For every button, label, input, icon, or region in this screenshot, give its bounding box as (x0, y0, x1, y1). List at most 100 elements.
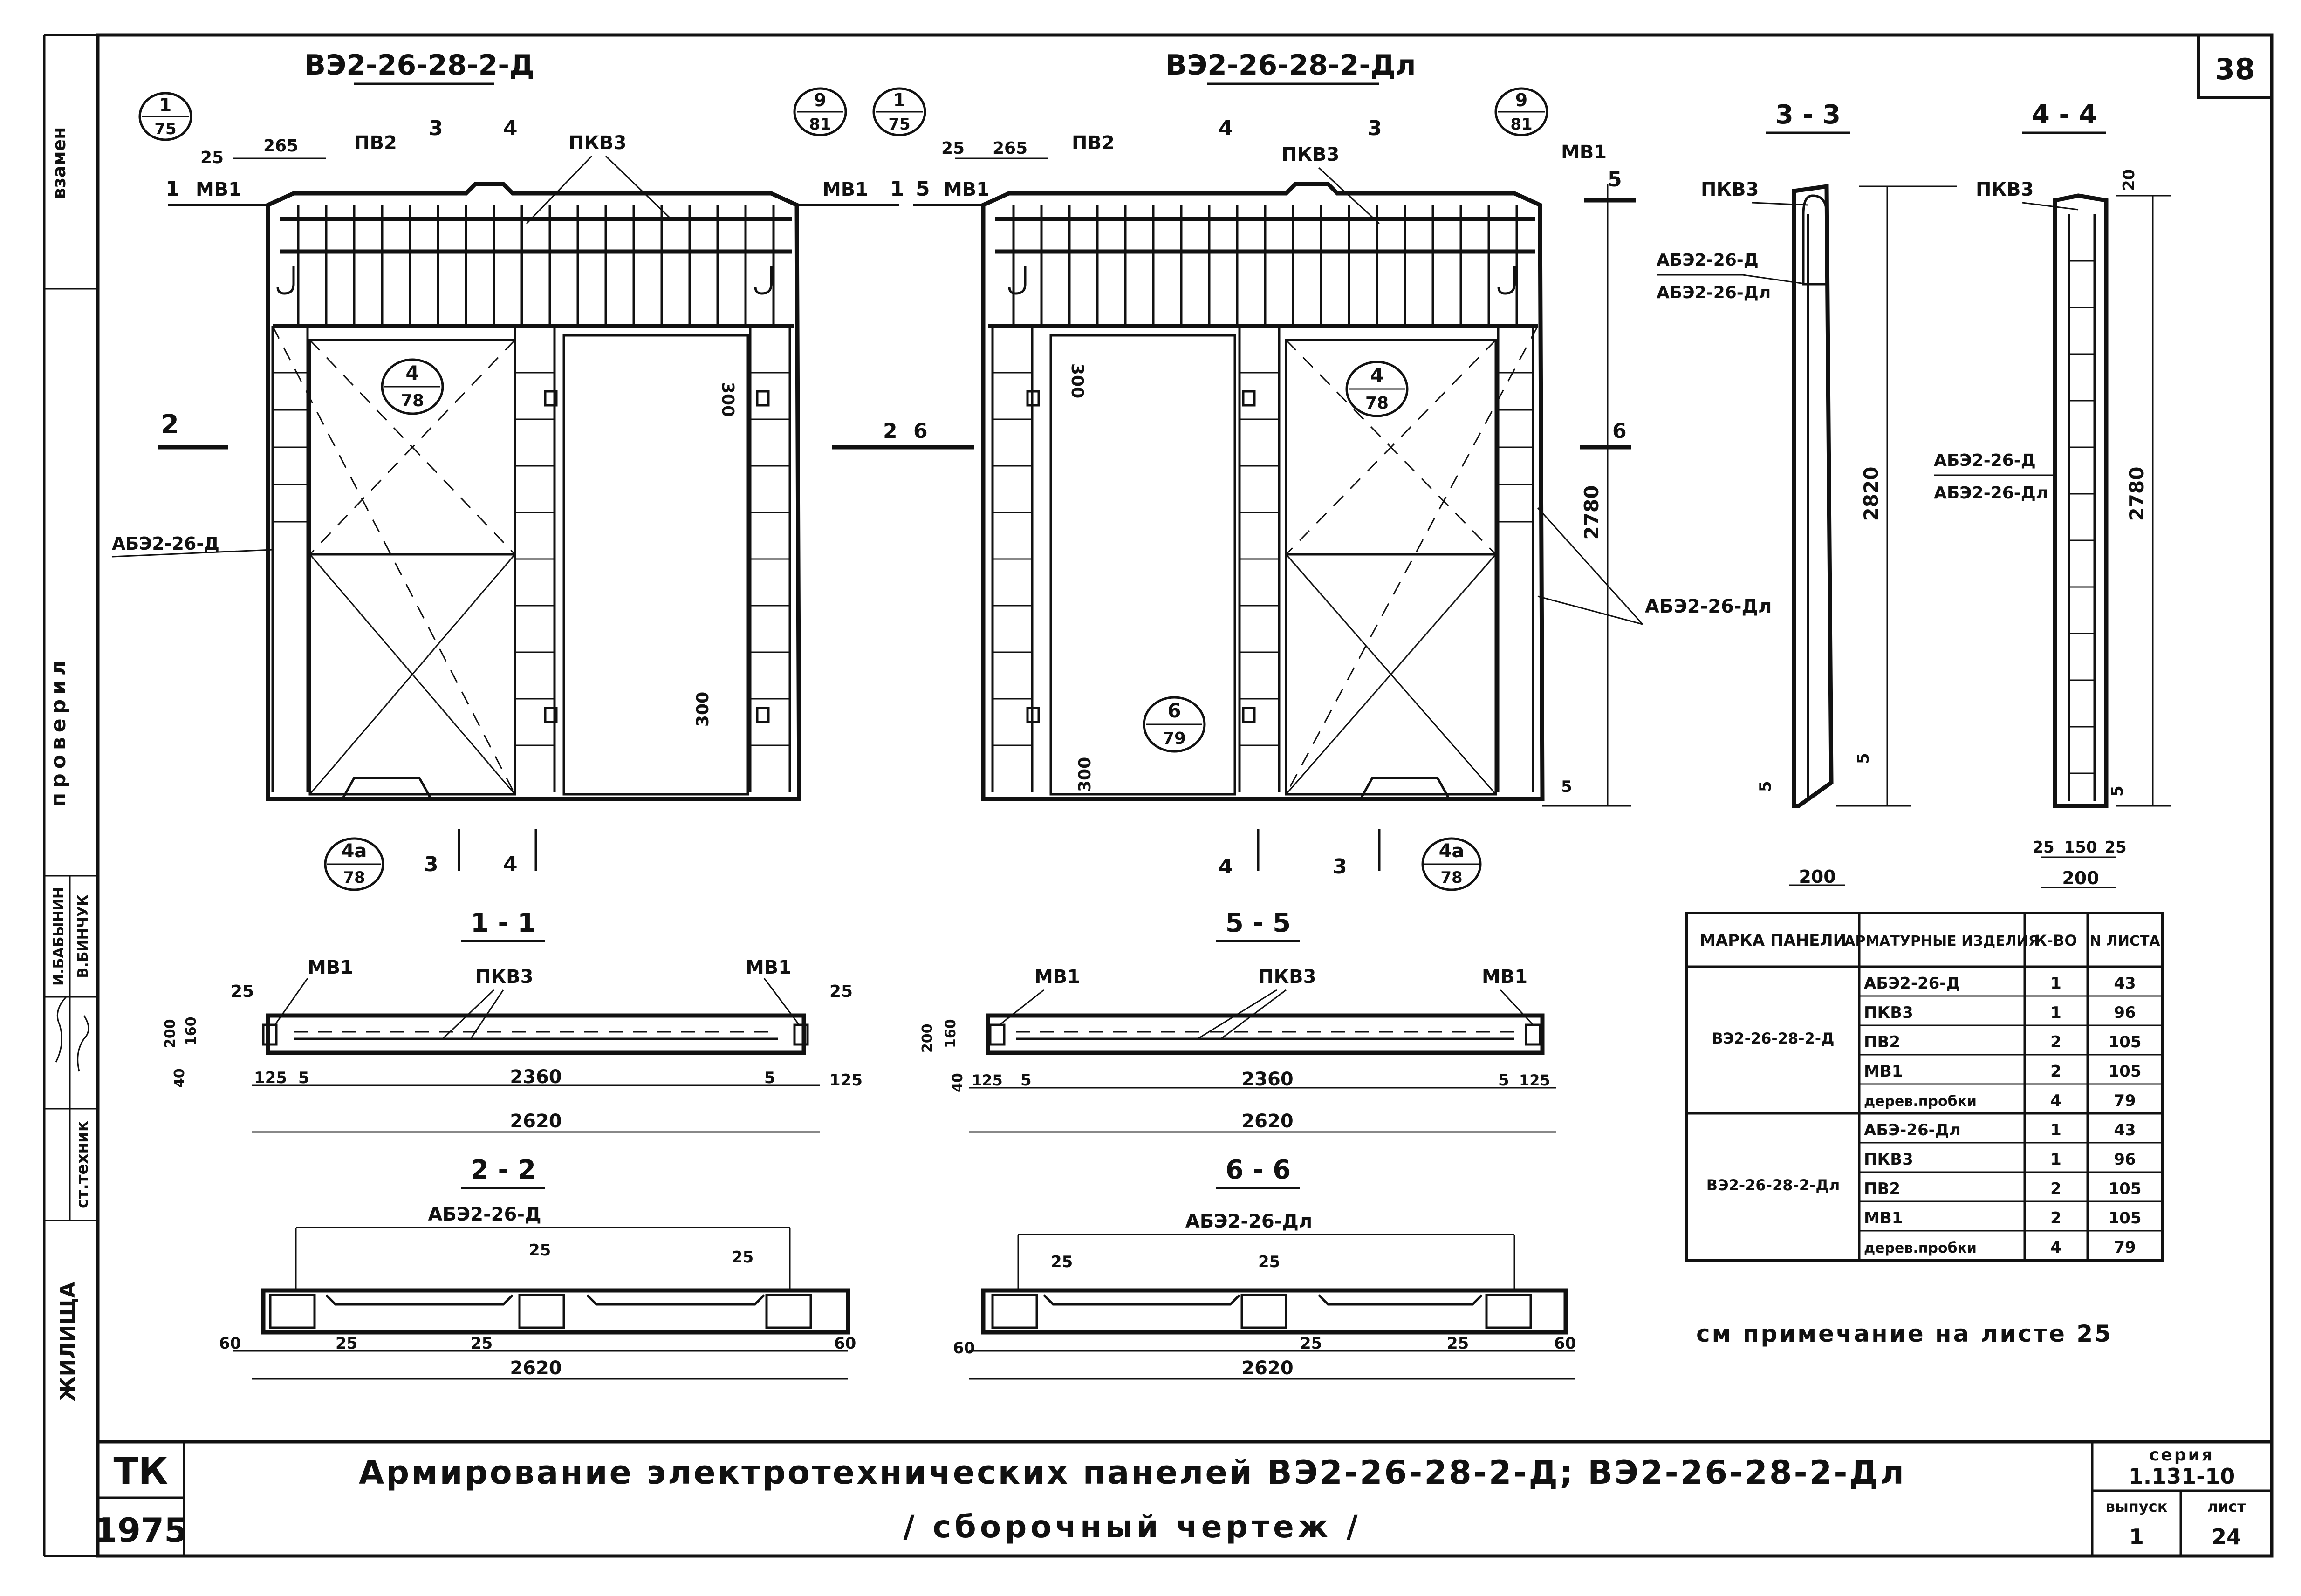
pl-label-ab: АБЭ2-26-Д (112, 533, 219, 554)
panel-right-outline (981, 182, 1545, 801)
s66-d25b: 25 (1258, 1253, 1280, 1271)
svg-text:81: 81 (1510, 115, 1532, 134)
section-3-3: 3 - 3 ПКВ3 АБЭ2-26-Д АБЭ2-26-Дл 2820 5 5… (1657, 100, 1957, 887)
s33-d5b: 5 (1854, 753, 1873, 764)
pr-sec-3-top: 3 (1368, 116, 1382, 140)
svg-text:1: 1 (159, 95, 171, 115)
s33-w: 200 (1799, 866, 1835, 887)
s22-d25b: 25 (732, 1248, 753, 1267)
svg-text:ПВ2: ПВ2 (1864, 1033, 1900, 1051)
panel-left-stirrups (297, 205, 775, 326)
s33-d5a: 5 (1756, 781, 1775, 792)
s44-d25b: 25 (2104, 838, 2126, 857)
s66-d25c: 25 (1300, 1334, 1322, 1353)
svg-text:43: 43 (2114, 1121, 2136, 1139)
pl-sec-4-top: 4 (503, 116, 518, 140)
sheet-number-box: 38 (2197, 34, 2273, 99)
svg-text:4: 4 (405, 361, 419, 384)
title-series: 1.131-10 (2129, 1464, 2235, 1489)
title-sheet-label: лист (2207, 1498, 2246, 1515)
section-4-4: 4 - 4 ПКВ3 20 АБЭ2-26-Д АБЭ2-26-Дл 2780 … (1934, 100, 2171, 888)
svg-text:96: 96 (2114, 1003, 2136, 1022)
svg-text:78: 78 (401, 391, 424, 410)
title-org: ТК (114, 1451, 168, 1493)
panel-left: ВЭ2-26-28-2-Д (111, 49, 904, 891)
s66-d60r: 60 (1554, 1334, 1576, 1353)
svg-text:105: 105 (2109, 1180, 2142, 1198)
s55-mv1-right: МВ1 (1482, 966, 1527, 988)
svg-text:105: 105 (2109, 1209, 2142, 1228)
s11-d200: 200 (162, 1019, 178, 1048)
table-header-items: АРМАТУРНЫЕ ИЗДЕЛИЯ (1844, 933, 2039, 949)
stamp-name-1: И.БАБЫНИН (51, 887, 67, 986)
stamp-sttehnik: ст.техник (73, 1121, 92, 1208)
pr-label-pv2: ПВ2 (1072, 132, 1115, 154)
table-header-sheet: N ЛИСТА (2089, 933, 2160, 949)
s55-d2620: 2620 (1241, 1111, 1293, 1132)
s44-d25a: 25 (2032, 838, 2054, 857)
svg-text:ПВ2: ПВ2 (1864, 1180, 1900, 1198)
panel-right-right-opening (1285, 339, 1497, 796)
s44-ab-d: АБЭ2-26-Д (1934, 451, 2036, 470)
pl-label-mv1-right: МВ1 (822, 179, 868, 200)
s22-d25a: 25 (529, 1241, 551, 1260)
svg-text:4: 4 (2050, 1238, 2061, 1257)
s66-title: 6 - 6 (1226, 1155, 1291, 1185)
s11-d2360: 2360 (510, 1066, 562, 1088)
title-block: ТК 1975 Армирование электротехнических п… (94, 1440, 2272, 1556)
s44-pkv3: ПКВ3 (1976, 179, 2034, 200)
s11-d125l: 125 (254, 1069, 287, 1087)
s11-d25r: 25 (829, 982, 853, 1001)
svg-text:78: 78 (1365, 394, 1389, 413)
svg-text:1: 1 (893, 90, 905, 110)
pr-sec-5-left: 5 (916, 177, 930, 201)
s66-d60l: 60 (953, 1339, 975, 1357)
s33-title: 3 - 3 (1775, 100, 1841, 130)
panel-left-title: ВЭ2-26-28-2-Д (304, 49, 534, 82)
svg-text:4: 4 (1370, 364, 1383, 387)
s33-pkv3: ПКВ3 (1701, 179, 1759, 200)
svg-text:1: 1 (2050, 1003, 2061, 1022)
pr-sec-4-top: 4 (1219, 116, 1233, 140)
pl-dim-300b: 300 (693, 692, 712, 727)
title-issue-label: выпуск (2106, 1498, 2168, 1515)
sheet-border (96, 33, 2274, 1558)
svg-text:78: 78 (1440, 868, 1462, 887)
svg-text:9: 9 (814, 90, 826, 110)
svg-text:дерев.пробки: дерев.пробки (1864, 1240, 1977, 1256)
s55-d200: 200 (919, 1023, 936, 1053)
s55-pkv3: ПКВ3 (1258, 966, 1316, 988)
svg-text:81: 81 (809, 115, 831, 134)
svg-text:дерев.пробки: дерев.пробки (1864, 1093, 1977, 1110)
pl-dim-265: 265 (263, 136, 298, 156)
s55-d5r: 5 (1498, 1071, 1509, 1090)
panel-left-right-opening (562, 334, 749, 796)
pl-callout-1-75: 1 75 (138, 92, 192, 141)
s33-height: 2820 (1860, 467, 1883, 521)
s11-title: 1 - 1 (471, 908, 536, 938)
s11-mv1-left: МВ1 (308, 957, 353, 978)
title-sheet-no: 24 (2212, 1524, 2241, 1549)
title-main: Армирование электротехнических панелей В… (359, 1453, 1906, 1492)
s55-d5l: 5 (1020, 1071, 1032, 1090)
stamp-zhilishcha: ЖИЛИЩА (56, 1282, 80, 1401)
s11-d125r: 125 (829, 1071, 863, 1090)
s33-ab-dl: АБЭ2-26-Дл (1657, 283, 1771, 302)
svg-text:2: 2 (2050, 1209, 2061, 1228)
svg-text:АБЭ2-26-Д: АБЭ2-26-Д (1864, 974, 1960, 993)
pr-label-mv1-right: МВ1 (1561, 142, 1607, 163)
section-1-1: 1 - 1 МВ1 МВ1 ПКВ3 25 25 200 160 40 125 … (162, 908, 863, 1133)
s11-d40: 40 (171, 1068, 188, 1088)
svg-text:ПКВ3: ПКВ3 (1864, 1150, 1913, 1169)
s55-d40: 40 (950, 1073, 966, 1092)
s22-d60l: 60 (219, 1334, 241, 1353)
stamp-name-2: В.БИНЧУК (75, 894, 91, 978)
stamp-column: взамен проверил И.БАБЫНИН В.БИНЧУК ст.те… (44, 127, 98, 1401)
pl-sec-3-top: 3 (429, 116, 443, 140)
pr-callout-4a-78: 4а 78 (1421, 837, 1482, 891)
s44-height: 2780 (2125, 467, 2148, 521)
s33-ab-d: АБЭ2-26-Д (1657, 251, 1759, 270)
svg-text:105: 105 (2109, 1033, 2142, 1051)
